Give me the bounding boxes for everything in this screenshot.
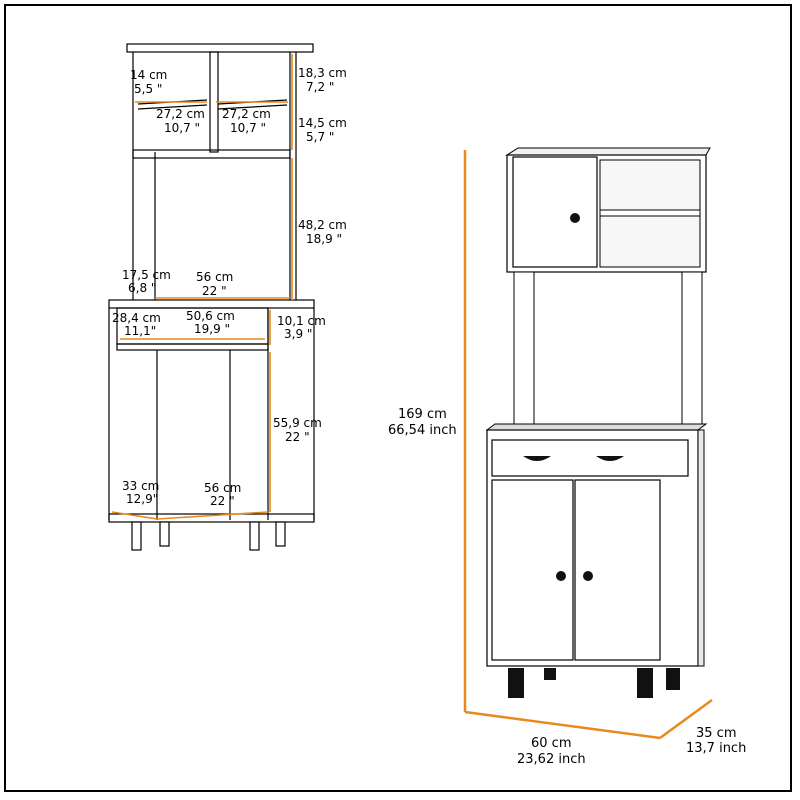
dim-counter-width-cm: 56 cm	[196, 270, 233, 284]
overall-width-cm: 60 cm	[531, 736, 572, 751]
dim-drawer-height-cm: 10,1 cm	[277, 314, 326, 328]
overall-labels: 169 cm 66,54 inch 60 cm 23,62 inch 35 cm…	[388, 407, 746, 767]
line-drawing	[108, 43, 315, 551]
dim-drawer-depth-in: 11,1"	[124, 324, 156, 338]
overall-dimension-lines	[463, 150, 713, 740]
drawer-handle-right	[596, 456, 624, 461]
leg-back-right	[275, 521, 286, 547]
dim-open-area-in: 18,9 "	[306, 232, 342, 246]
dim-upper-shelf-gap-in: 5,5 "	[134, 82, 162, 96]
depth-line	[659, 698, 713, 740]
dimension-lines	[111, 54, 293, 520]
image-frame	[4, 4, 792, 792]
hutch-top	[505, 147, 711, 156]
dim-mid-shelf-in: 5,7 "	[306, 130, 334, 144]
dim-counter-width-in: 22 "	[202, 284, 227, 298]
dim-lower-depth-in: 12,9"	[126, 492, 158, 506]
dim-counter-depth-cm: 17,5 cm	[122, 268, 171, 282]
dim-drawer-width-in: 19,9 "	[194, 322, 230, 336]
dim-drawer-depth-cm: 28,4 cm	[112, 311, 161, 325]
right-door	[574, 479, 661, 661]
dim-open-area-cm: 48,2 cm	[298, 218, 347, 232]
drawer-handle-left	[523, 456, 551, 461]
leg-back-left	[159, 521, 170, 547]
overall-width-in: 23,62 inch	[517, 752, 586, 767]
hutch-bottom-shelf	[132, 149, 291, 159]
drawer-bottom	[116, 343, 269, 351]
counter-top	[108, 299, 315, 309]
dim-lower-height-cm: 55,9 cm	[273, 416, 322, 430]
left-door-knob	[556, 571, 566, 581]
hutch-top-board	[126, 43, 314, 53]
hutch-door-knob	[570, 213, 580, 223]
left-post	[513, 271, 535, 425]
left-door	[491, 479, 574, 661]
dim-top-height-cm: 18,3 cm	[298, 66, 347, 80]
dim-right-shelf-in: 10,7 "	[230, 121, 266, 135]
leg-front-right	[249, 521, 260, 551]
overall-height-in: 66,54 inch	[388, 423, 457, 438]
dim-drawer-height-in: 3,9 "	[284, 327, 312, 341]
leg-back-right-render	[666, 668, 680, 690]
dim-drawer-width-cm: 50,6 cm	[186, 309, 235, 323]
overall-depth-in: 13,7 inch	[686, 741, 746, 756]
dim-lower-width-cm: 56 cm	[204, 481, 241, 495]
dim-lower-depth-cm: 33 cm	[122, 479, 159, 493]
dim-lower-height-in: 22 "	[285, 430, 310, 444]
leg-front-left	[131, 521, 142, 551]
dim-lower-width-in: 22 "	[210, 494, 235, 508]
dim-upper-shelf-gap-cm: 14 cm	[130, 68, 167, 82]
counter-surface	[485, 423, 708, 431]
cabinet-render	[485, 147, 711, 698]
leg-back-left-render	[544, 668, 556, 680]
right-post	[681, 271, 703, 425]
width-line	[464, 710, 661, 740]
leg-front-left-render	[508, 668, 524, 698]
dim-right-shelf-cm: 27,2 cm	[222, 107, 271, 121]
overall-depth-cm: 35 cm	[696, 726, 737, 741]
drawer-front	[491, 439, 689, 477]
dim-left-shelf-cm: 27,2 cm	[156, 107, 205, 121]
dim-counter-depth-in: 6,8 "	[128, 281, 156, 295]
dim-top-height-in: 7,2 "	[306, 80, 334, 94]
hutch-door	[512, 156, 598, 268]
overall-height-cm: 169 cm	[398, 407, 447, 422]
dim-left-shelf-in: 10,7 "	[164, 121, 200, 135]
dimension-labels: 14 cm 5,5 " 18,3 cm 7,2 " 27,2 cm 10,7 "…	[112, 66, 347, 508]
hutch-inner-shelf	[599, 209, 701, 217]
base-bottom-board	[108, 513, 315, 523]
leg-front-right-render	[637, 668, 653, 698]
right-door-knob	[583, 571, 593, 581]
dim-mid-shelf-cm: 14,5 cm	[298, 116, 347, 130]
